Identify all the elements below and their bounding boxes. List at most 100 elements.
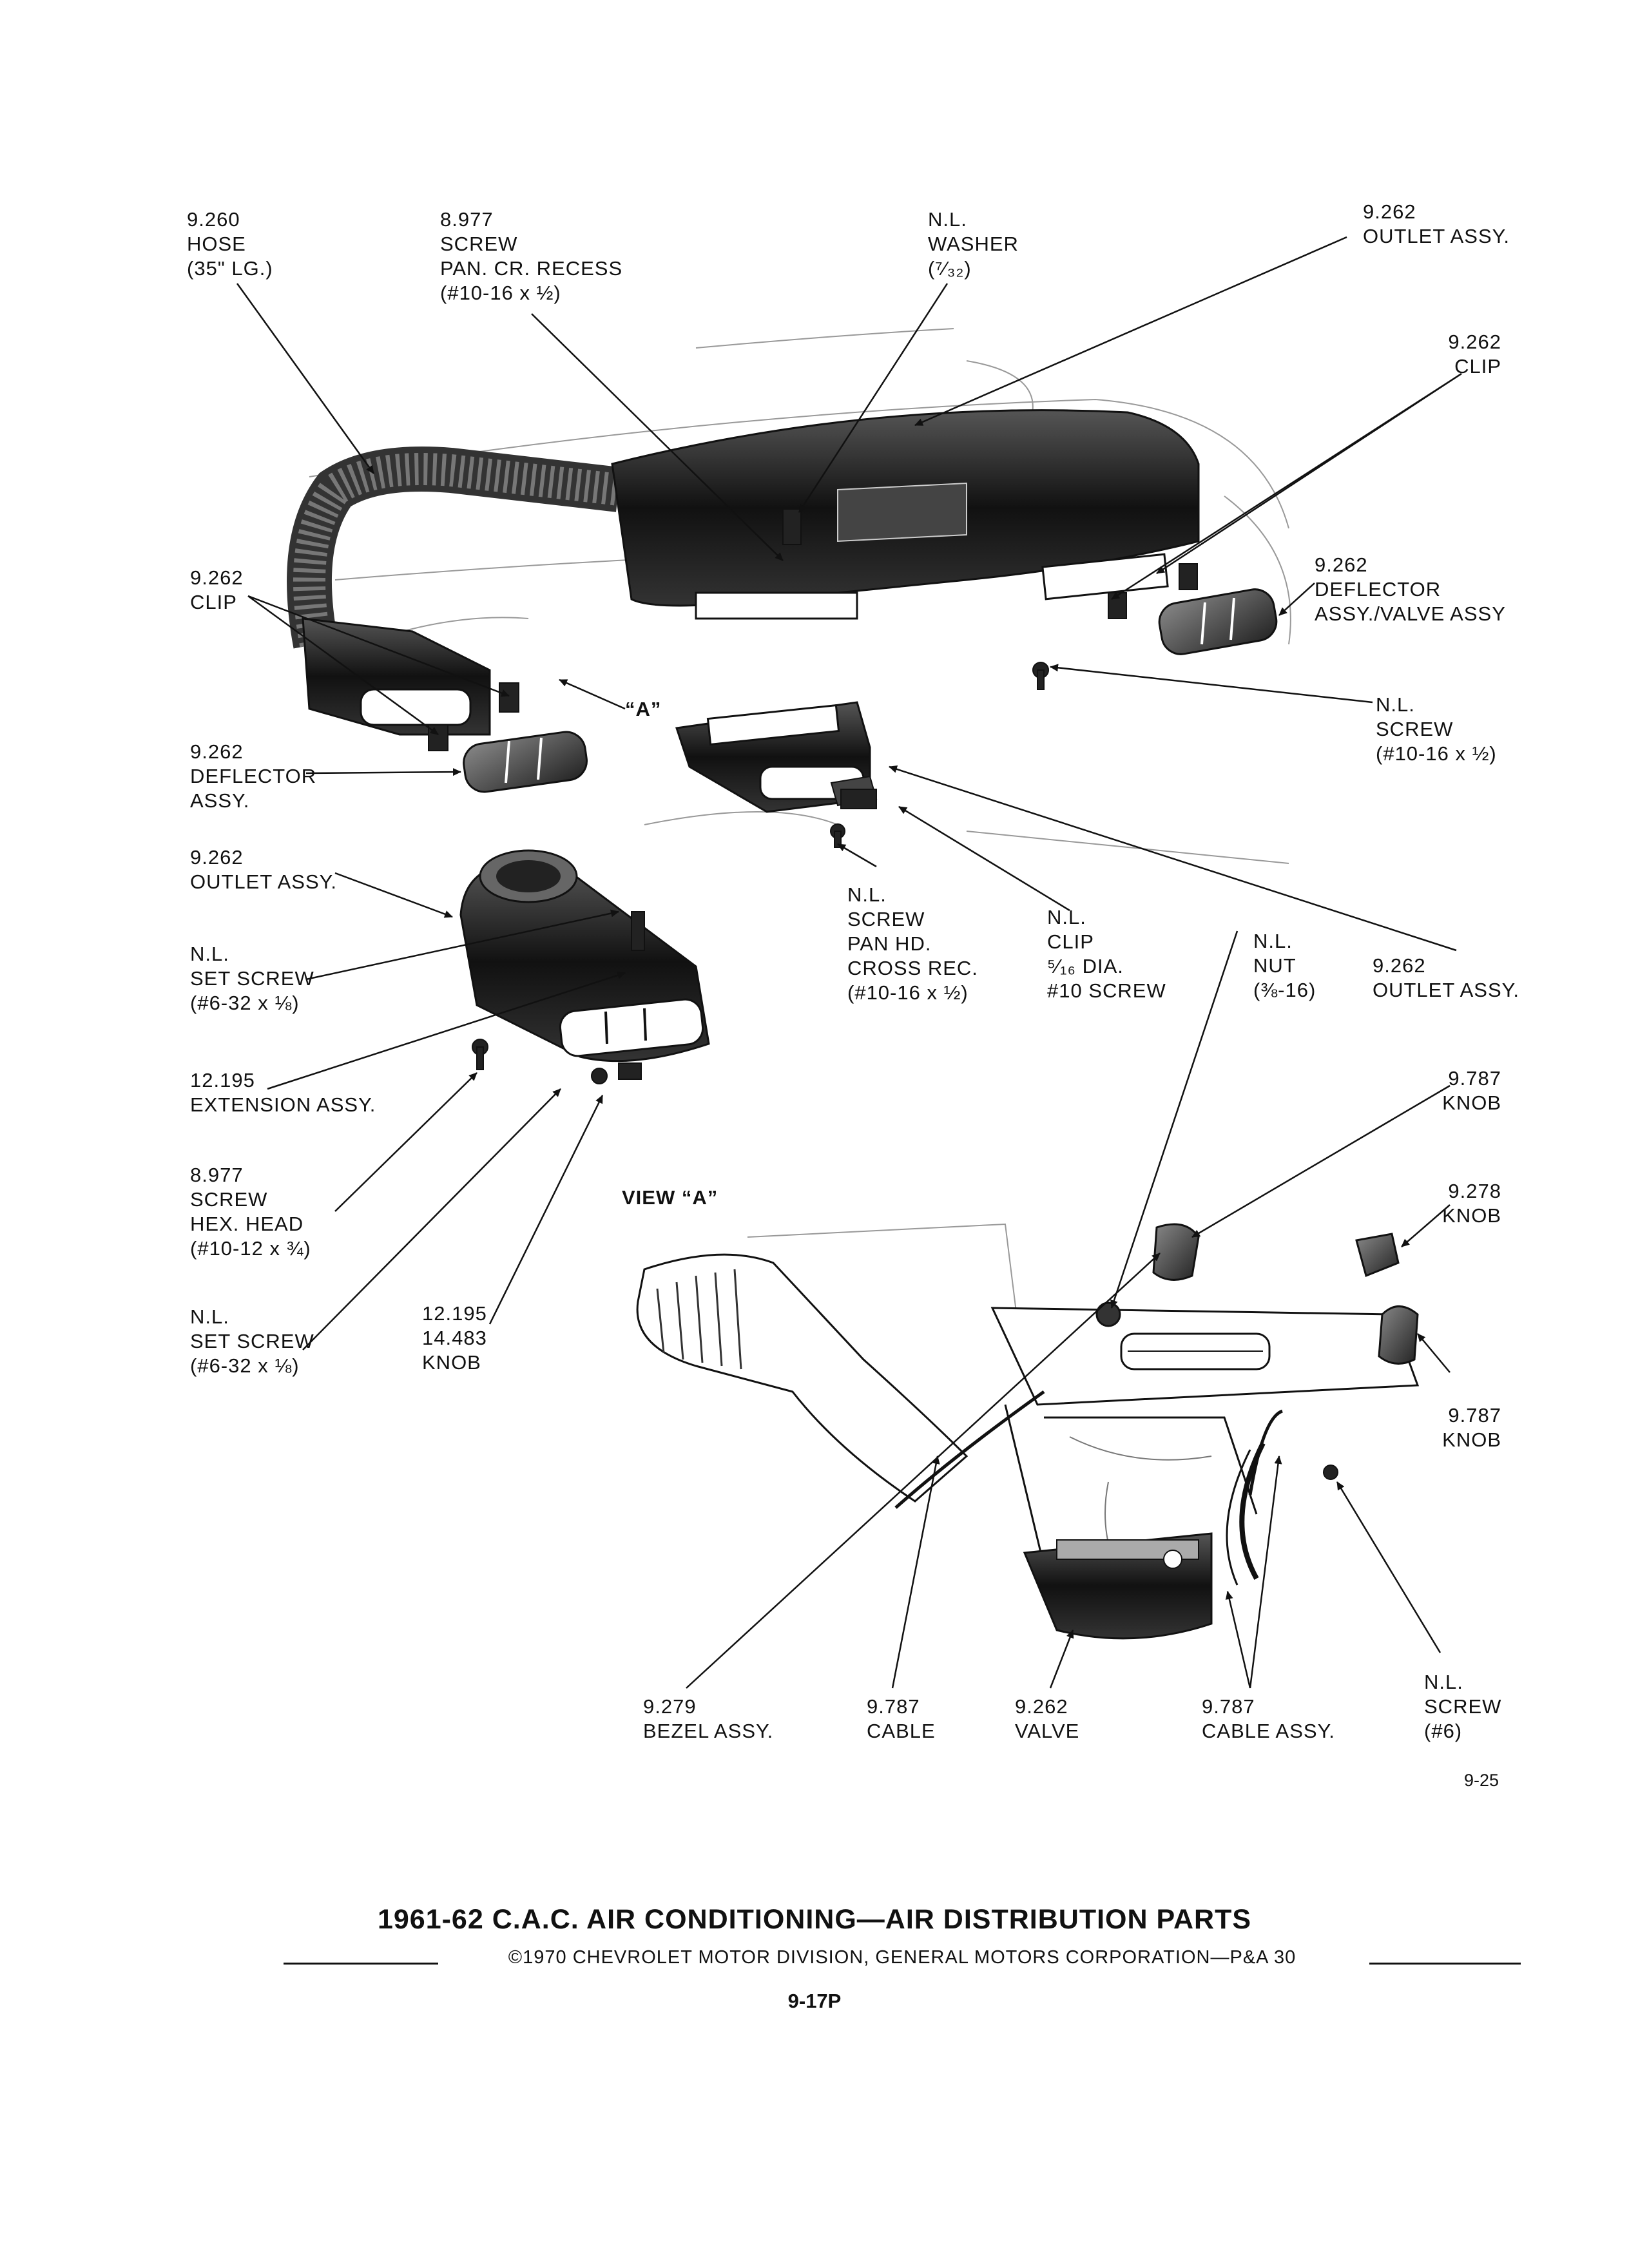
callout-hose: 9.260 HOSE (35" LG.) <box>187 207 273 281</box>
callout-line: HEX. HEAD <box>190 1213 304 1235</box>
rule-right <box>1369 1963 1521 1965</box>
callout-line: #10 SCREW <box>1047 979 1166 1002</box>
view-a-bezel <box>990 1307 1420 1566</box>
callout-set-screw-lower: N.L. SET SCREW (#6-32 x ⅛) <box>190 1305 314 1378</box>
callout-line: N.L. <box>1424 1671 1463 1693</box>
callout-line: 9.787 <box>1202 1695 1255 1718</box>
copyright-line: ©1970 CHEVROLET MOTOR DIVISION, GENERAL … <box>508 1947 1296 1968</box>
callout-line: 9.279 <box>643 1695 697 1718</box>
callout-line: CLIP <box>1454 355 1501 378</box>
page-title: 1961-62 C.A.C. AIR CONDITIONING—AIR DIST… <box>377 1904 1252 1935</box>
callout-line: 12.195 <box>422 1302 487 1325</box>
hose <box>287 447 622 649</box>
leader-lines <box>236 236 1462 1689</box>
callout-screw-pan-cr: 8.977 SCREW PAN. CR. RECESS (#10-16 x ½) <box>440 207 622 305</box>
callout-line: (#10-12 x ¾) <box>190 1237 311 1260</box>
view-a-knobs <box>1095 1223 1419 1365</box>
callout-knob-9787-lower: 9.787 KNOB <box>1385 1403 1501 1452</box>
callout-line: DEFLECTOR <box>190 765 317 787</box>
callout-line: 9.787 <box>1448 1067 1501 1090</box>
view-a-duct <box>636 1223 1019 1503</box>
view-a-heading: VIEW “A” <box>622 1186 718 1209</box>
callout-line: 9.262 <box>1315 553 1368 576</box>
callout-outlet-top-right: 9.262 OUTLET ASSY. <box>1363 200 1510 249</box>
callout-line: NUT <box>1253 954 1296 977</box>
callout-screw-right: N.L. SCREW (#10-16 x ½) <box>1376 693 1497 766</box>
callout-deflector-valve: 9.262 DEFLECTOR ASSY./VALVE ASSY <box>1315 553 1506 626</box>
callout-line: N.L. <box>928 208 967 231</box>
callout-line: 9.262 <box>1373 954 1426 977</box>
callout-set-screw-upper: N.L. SET SCREW (#6-32 x ⅛) <box>190 942 314 1015</box>
callout-knob-9278: 9.278 KNOB <box>1385 1179 1501 1228</box>
hardware <box>472 662 1338 1480</box>
callout-bezel: 9.279 BEZEL ASSY. <box>643 1695 773 1744</box>
callout-line: SCREW <box>847 908 925 930</box>
callout-line: N.L. <box>190 943 229 965</box>
callout-line: ASSY. <box>190 789 250 812</box>
callout-line: SET SCREW <box>190 1330 314 1352</box>
callout-clip-center: N.L. CLIP ⁵⁄₁₆ DIA. #10 SCREW <box>1047 905 1166 1003</box>
callout-line: CABLE ASSY. <box>1202 1720 1335 1742</box>
rule-left <box>284 1963 438 1965</box>
callout-line: 14.483 <box>422 1327 487 1349</box>
callout-line: OUTLET ASSY. <box>1373 979 1519 1001</box>
callout-clip-left: 9.262 CLIP <box>190 566 244 615</box>
callout-cable-assy: 9.787 CABLE ASSY. <box>1202 1695 1335 1744</box>
callout-outlet-mid-right: 9.262 OUTLET ASSY. <box>1373 954 1519 1003</box>
callout-line: CLIP <box>1047 930 1094 953</box>
callout-clip-right: 9.262 CLIP <box>1405 330 1501 379</box>
callout-line: SCREW <box>1376 718 1454 740</box>
callout-line: ⁵⁄₁₆ DIA. <box>1047 955 1124 977</box>
callout-cable: 9.787 CABLE <box>867 1695 936 1744</box>
callout-line: CLIP <box>190 591 237 613</box>
callout-knob-12195: 12.195 14.483 KNOB <box>422 1302 487 1375</box>
callout-line: KNOB <box>1442 1428 1501 1451</box>
callout-line: 9.262 <box>1015 1695 1068 1718</box>
callout-line: KNOB <box>1442 1204 1501 1227</box>
callout-line: (⁷⁄₃₂) <box>928 257 972 280</box>
callout-line: 9.262 <box>190 846 244 869</box>
callout-line: 9.787 <box>1448 1404 1501 1427</box>
clip-parts <box>428 508 1198 751</box>
callout-line: PAN. CR. RECESS <box>440 257 623 280</box>
callout-line: 9.262 <box>190 566 244 589</box>
callout-valve: 9.262 VALVE <box>1015 1695 1079 1744</box>
callout-screw-hex: 8.977 SCREW HEX. HEAD (#10-12 x ¾) <box>190 1163 311 1261</box>
callout-line: 8.977 <box>190 1164 244 1186</box>
callout-line: 8.977 <box>440 208 494 231</box>
callout-line: CROSS REC. <box>847 957 978 979</box>
upper-duct <box>611 409 1200 620</box>
callout-line: 9.262 <box>1363 200 1416 223</box>
callout-line: N.L. <box>847 883 887 906</box>
left-duct-outlet <box>302 617 491 736</box>
callout-line: 9.262 <box>190 740 244 763</box>
callout-outlet-left: 9.262 OUTLET ASSY. <box>190 845 337 894</box>
callout-screw-pan-hd: N.L. SCREW PAN HD. CROSS REC. (#10-16 x … <box>847 883 978 1005</box>
callout-nut: N.L. NUT (⅜-16) <box>1253 929 1316 1003</box>
figure-number: 9-25 <box>1464 1771 1499 1790</box>
callout-line: (35" LG.) <box>187 257 273 280</box>
left-deflector <box>463 731 588 793</box>
view-a-marker: “A” <box>625 698 662 720</box>
callout-line: HOSE <box>187 233 246 255</box>
callout-line: 9.787 <box>867 1695 920 1718</box>
callout-line: (#10-16 x ½) <box>847 981 969 1004</box>
callout-line: N.L. <box>1047 906 1086 928</box>
callout-line: 9.262 <box>1448 331 1501 353</box>
callout-line: (#6-32 x ⅛) <box>190 992 300 1014</box>
callout-line: OUTLET ASSY. <box>1363 225 1510 247</box>
callout-deflector-left: 9.262 DEFLECTOR ASSY. <box>190 740 316 813</box>
callout-line: 9.278 <box>1448 1180 1501 1202</box>
callout-line: (#10-16 x ½) <box>1376 742 1497 765</box>
callout-line: SCREW <box>440 233 518 255</box>
callout-line: PAN HD. <box>847 932 932 955</box>
callout-line: BEZEL ASSY. <box>643 1720 774 1742</box>
right-deflector <box>1158 588 1278 655</box>
callout-line: N.L. <box>1253 930 1293 952</box>
view-a-valve <box>1023 1532 1213 1640</box>
callout-line: WASHER <box>928 233 1019 255</box>
callout-line: KNOB <box>422 1351 481 1374</box>
callout-line: (#6) <box>1424 1720 1463 1742</box>
callout-line: CABLE <box>867 1720 936 1742</box>
